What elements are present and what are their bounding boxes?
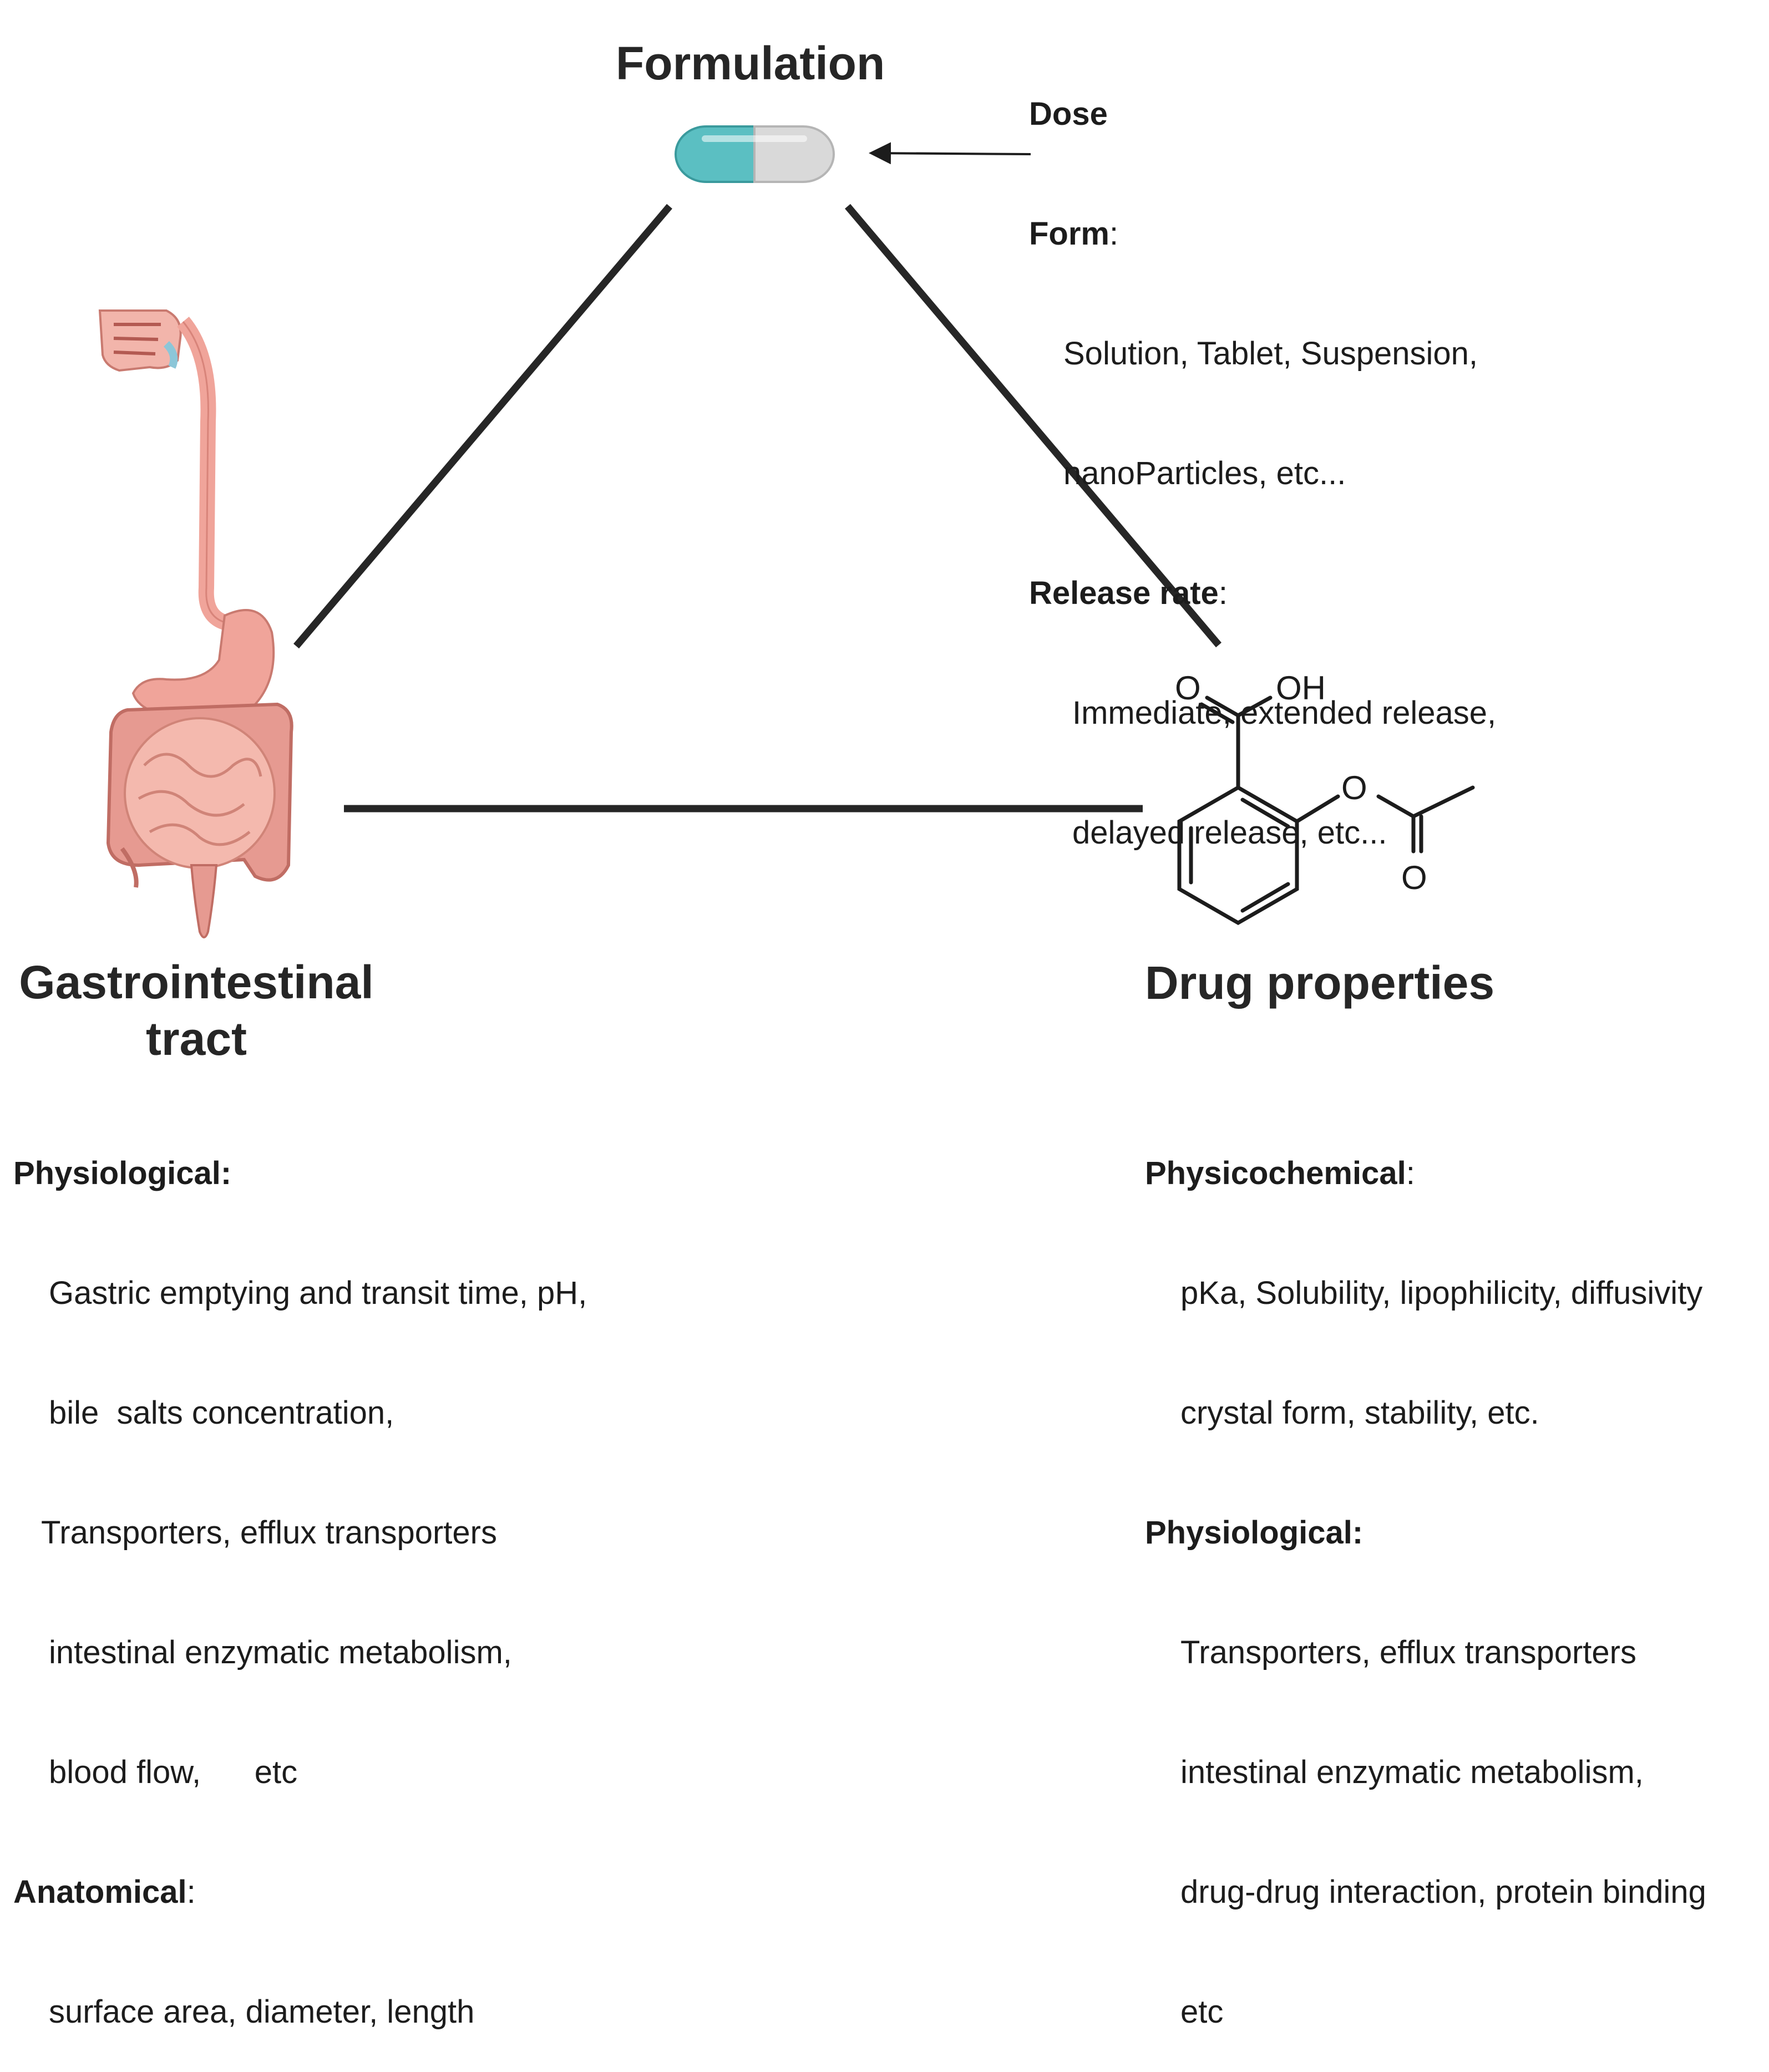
- dose-label: Dose: [1029, 96, 1108, 132]
- formulation-details: Dose Form: Solution, Tablet, Suspension,…: [1029, 14, 1496, 893]
- gi-details: Physiological: Gastric emptying and tran…: [13, 1074, 587, 2072]
- gi-physio-line-3: Transporters, efflux transporters: [41, 1515, 497, 1551]
- drug-physiological-label: Physiological:: [1145, 1515, 1364, 1551]
- gi-physio-line-4: intestinal enzymatic metabolism,: [49, 1634, 512, 1670]
- drug-physchem-line-2: crystal form, stability, etc.: [1180, 1395, 1539, 1431]
- drug-physio-line-2: intestinal enzymatic metabolism,: [1180, 1754, 1644, 1790]
- form-value-2: nanoParticles, etc...: [1063, 455, 1346, 491]
- gi-anatomical-label: Anatomical: [13, 1874, 187, 1910]
- release-value-1: Immediate, extended release,: [1072, 695, 1497, 731]
- gi-physio-line-2: bile salts concentration,: [49, 1395, 394, 1431]
- edge-formulation-gi: [293, 204, 672, 649]
- formulation-title: Formulation: [616, 37, 885, 89]
- atom-hydroxyl: OH: [1276, 669, 1326, 707]
- aspirin-molecule-icon: [1177, 695, 1475, 926]
- drug-physio-line-3: drug-drug interaction, protein binding: [1180, 1874, 1706, 1910]
- edge-formulation-drug: [845, 204, 1221, 648]
- arrow-to-capsule: [869, 142, 1031, 165]
- drug-physio-line-1: Transporters, efflux transporters: [1180, 1634, 1636, 1670]
- gi-physiological-label: Physiological:: [13, 1155, 232, 1191]
- gi-title: Gastrointestinal tract: [13, 954, 379, 1067]
- gi-title-line2: tract: [145, 1013, 247, 1065]
- gi-physio-line-1: Gastric emptying and transit time, pH,: [49, 1275, 587, 1311]
- drug-details: Physicochemical: pKa, Solubility, lipoph…: [1145, 1074, 1706, 2072]
- atom-carbonyl-o: O: [1175, 669, 1201, 707]
- drug-physicochemical-label: Physicochemical: [1145, 1155, 1406, 1191]
- gi-physio-line-5: blood flow, etc: [49, 1754, 298, 1790]
- release-value-2: delayed release, etc...: [1072, 815, 1387, 851]
- gi-anatomical-line-1: surface area, diameter, length: [49, 1994, 475, 2030]
- diagram-canvas: [98, 125, 1475, 938]
- form-value-1: Solution, Tablet, Suspension,: [1063, 336, 1478, 372]
- form-label: Form: [1029, 216, 1109, 252]
- release-label: Release rate: [1029, 575, 1219, 611]
- gi-tract-icon: [98, 309, 293, 938]
- atom-ester-o: O: [1341, 769, 1367, 806]
- drug-title: Drug properties: [1145, 957, 1495, 1009]
- capsule-icon: [675, 125, 835, 183]
- drug-physio-line-4: etc: [1180, 1994, 1224, 2030]
- atom-acetyl-o: O: [1401, 859, 1427, 896]
- drug-physchem-line-1: pKa, Solubility, lipophilicity, diffusiv…: [1180, 1275, 1703, 1311]
- gi-title-line1: Gastrointestinal: [19, 956, 374, 1008]
